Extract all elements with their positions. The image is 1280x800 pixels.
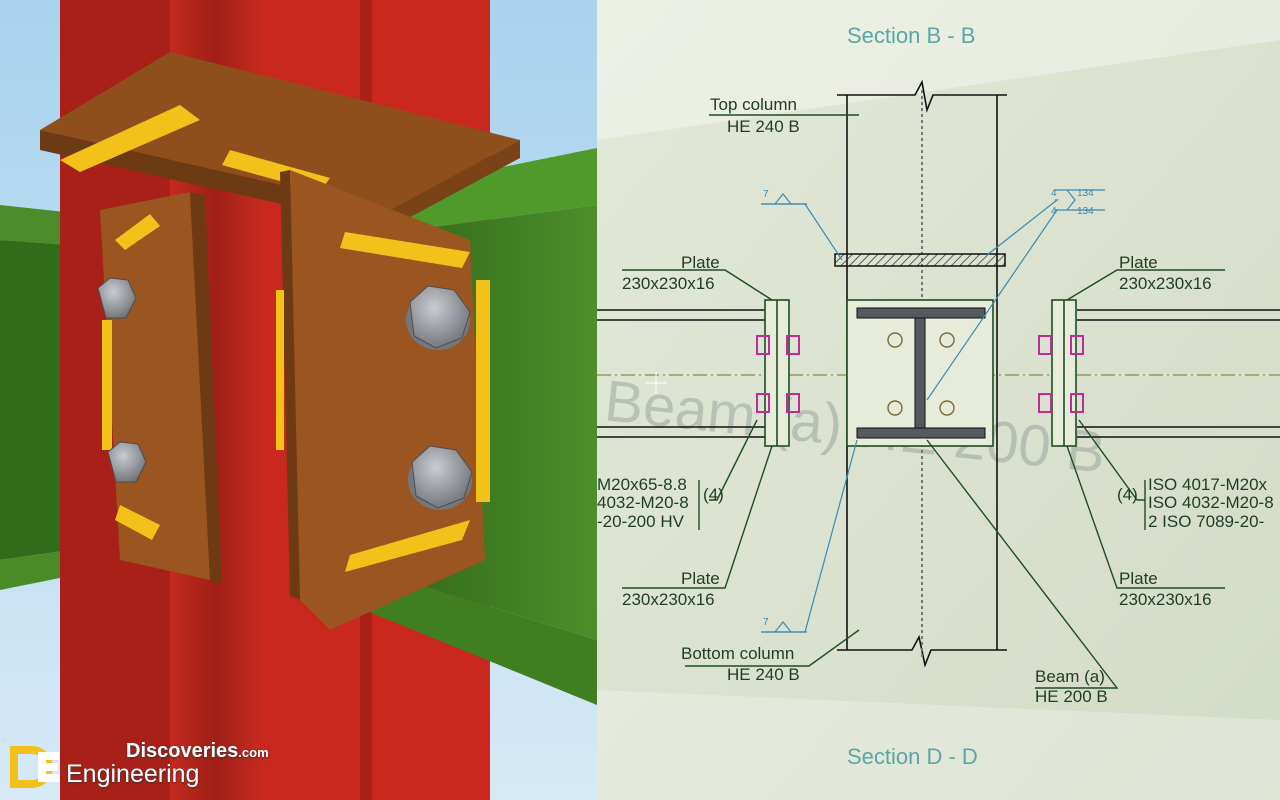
right-plate-weld-top xyxy=(340,232,470,268)
right-end-plate-side xyxy=(280,170,300,600)
bolts-left-count: (4) xyxy=(703,485,724,504)
section-title-top: Section B - B xyxy=(847,23,975,48)
beam-lines xyxy=(597,309,1280,438)
bolt-left-lower xyxy=(107,441,147,483)
right-plate-weld-vertical xyxy=(476,280,490,502)
bolts-left-line-1: M20x65-8.8 xyxy=(597,475,687,494)
plate-bottom-left-size: 230x230x16 xyxy=(622,590,715,609)
weld-symbol-top-left xyxy=(761,193,807,205)
left-bolts-section xyxy=(756,335,800,413)
bolts-right-line-1: ISO 4017-M20x xyxy=(1148,475,1268,494)
plate-top-left-name: Plate xyxy=(681,253,720,272)
plate-top-right-size: 230x230x16 xyxy=(1119,274,1212,293)
web-weld-left xyxy=(276,290,284,450)
weld-symbol-right xyxy=(1055,189,1105,211)
brand-logo-mark-icon xyxy=(10,746,60,788)
weld-size-bottom-left: 7 xyxy=(763,617,769,628)
left-end-plate-section xyxy=(764,299,790,447)
weld-length-right-lower: 134 xyxy=(1077,206,1094,217)
plate-top-right-name: Plate xyxy=(1119,253,1158,272)
bottom-column-name: Bottom column xyxy=(681,644,794,663)
crosshair-cursor-icon xyxy=(645,372,667,394)
bolts-left-line-3: -20-200 HV xyxy=(597,512,685,531)
drawing-light-band-bottom xyxy=(597,690,1280,800)
plate-bottom-right-name: Plate xyxy=(1119,569,1158,588)
brand-site-name: Discoveries.com xyxy=(126,740,269,762)
left-end-plate-side xyxy=(190,192,222,585)
bolts-right-line-2: ISO 4032-M20-8 xyxy=(1148,493,1274,512)
section-title-bottom: Section D - D xyxy=(847,744,978,769)
bolt-right-upper xyxy=(406,285,471,350)
center-bolt-holes xyxy=(887,332,955,416)
section-drawing-svg: Beam (a) HE 200 B Section B - B Section … xyxy=(597,0,1280,800)
bolt-left-upper xyxy=(97,277,137,319)
bolt-right-lower xyxy=(408,445,473,510)
top-column-profile: HE 240 B xyxy=(727,117,800,136)
bolts-left-line-2: 4032-M20-8 xyxy=(597,493,689,512)
cap-plate-section xyxy=(834,253,1006,267)
left-plate-weld-bottom xyxy=(115,505,160,540)
drawing-light-band xyxy=(597,0,1280,140)
cap-plate-edge-right xyxy=(390,140,520,228)
plate-top-left-size: 230x230x16 xyxy=(622,274,715,293)
bolts-right-count: (4) xyxy=(1117,485,1138,504)
right-end-plate-section xyxy=(1051,299,1077,447)
weld-length-right-upper: 134 xyxy=(1077,188,1094,199)
3d-connection-render xyxy=(0,0,597,800)
beam-i-section xyxy=(856,307,986,439)
right-bolts-section xyxy=(1038,335,1084,413)
left-plate-weld xyxy=(102,320,112,450)
bolts-right-line-3: 2 ISO 7089-20- xyxy=(1148,512,1264,531)
3d-model-svg xyxy=(0,0,597,800)
top-column-name: Top column xyxy=(710,95,797,114)
weld-symbol-bottom-left xyxy=(761,621,807,633)
beam-profile: HE 200 B xyxy=(1035,687,1108,706)
brand-logo: Discoveries.com Engineering xyxy=(8,738,288,794)
plate-bottom-right-size: 230x230x16 xyxy=(1119,590,1212,609)
cap-plate-top xyxy=(40,52,520,210)
right-plate-weld-bottom xyxy=(345,520,470,572)
bottom-column-profile: HE 240 B xyxy=(727,665,800,684)
plate-bottom-left-name: Plate xyxy=(681,569,720,588)
right-end-plate xyxy=(290,170,485,630)
weld-size-right-lower: 4 xyxy=(1051,206,1057,217)
leader-lines xyxy=(622,114,1225,689)
brand-tagline: Engineering xyxy=(66,760,200,788)
left-plate-weld-top xyxy=(115,214,160,250)
beam-name: Beam (a) xyxy=(1035,667,1105,686)
weld-size-right-upper: 4 xyxy=(1051,188,1057,199)
section-drawing: Beam (a) HE 200 B Section B - B Section … xyxy=(597,0,1280,800)
weld-size-top-left: 7 xyxy=(763,189,769,200)
cap-weld-1 xyxy=(60,105,200,172)
